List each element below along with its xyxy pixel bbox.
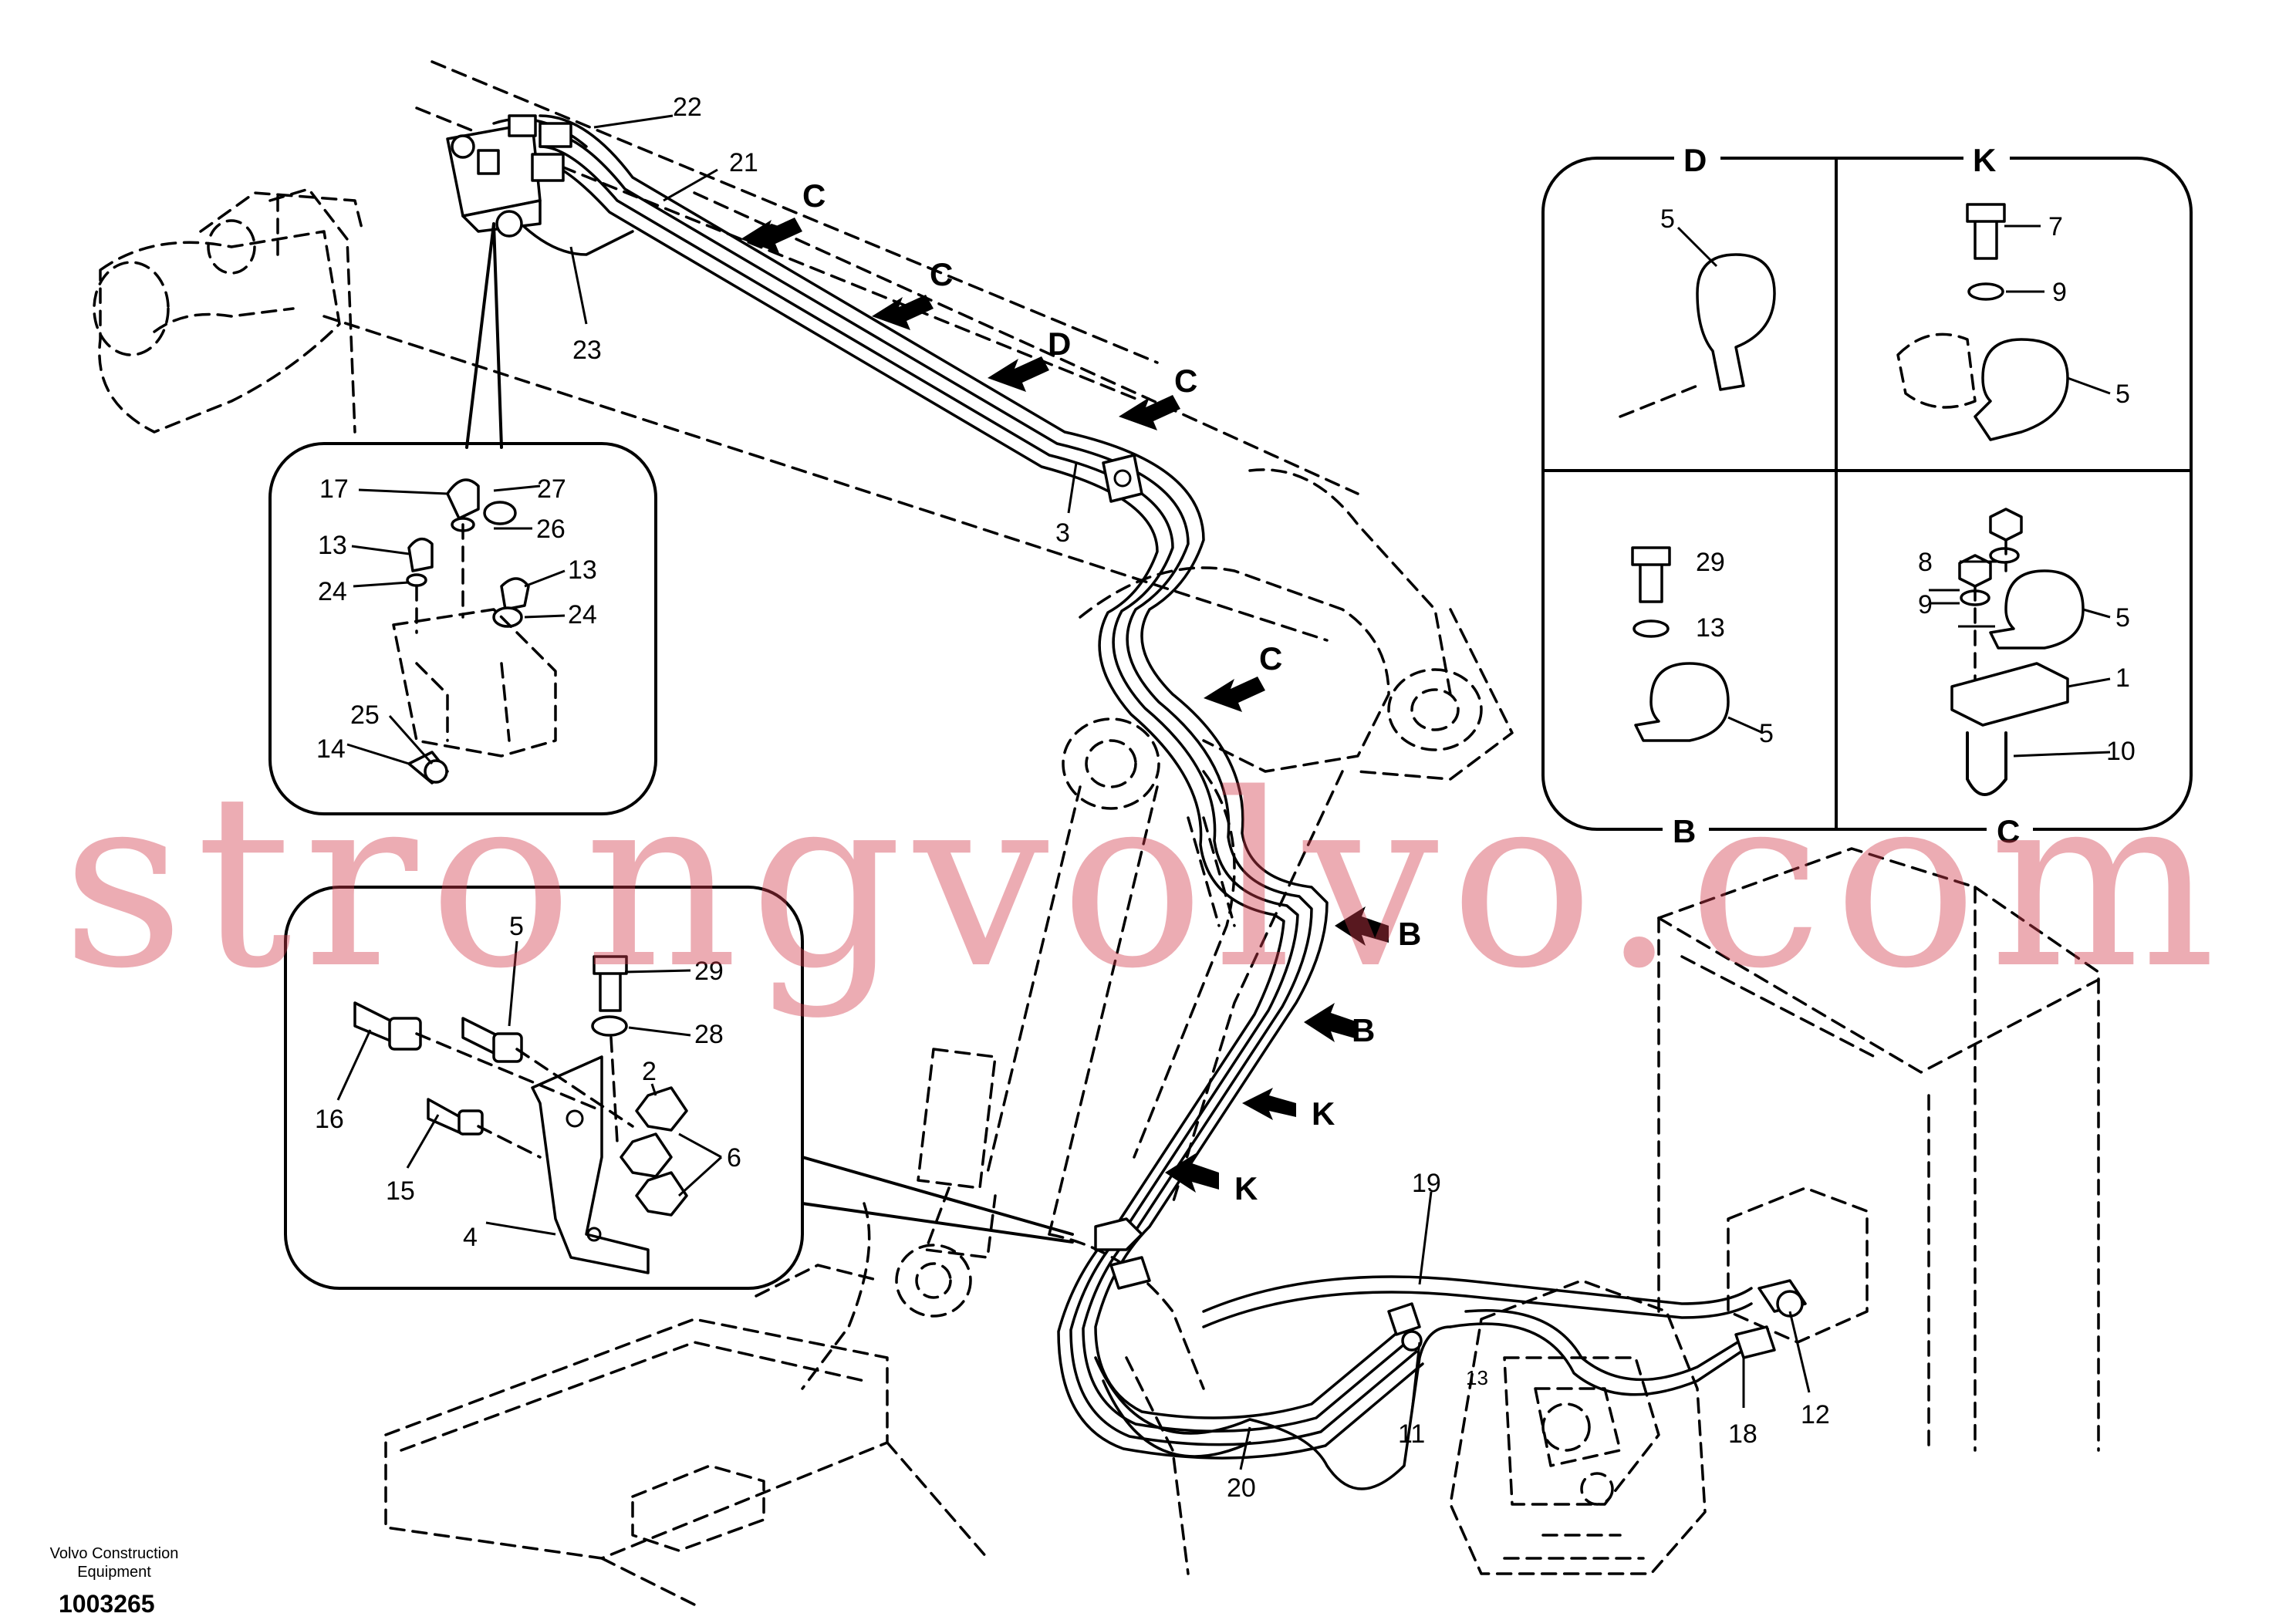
callout-5-view-c: 5 (2115, 603, 2130, 633)
callout-24-inset-a: 24 (318, 577, 347, 606)
callout-7: 7 (2048, 212, 2063, 241)
callout-27: 27 (537, 474, 566, 504)
view-letter-c-2: C (930, 256, 953, 292)
callout-9-view-c: 9 (1918, 590, 1933, 619)
watermark-text: strongvolvo.com (62, 743, 2237, 1021)
callout-labels: 22 21 23 3 17 27 26 13 13 24 24 25 14 5 … (315, 93, 2136, 1503)
view-arrows (741, 218, 1389, 1193)
callout-14: 14 (316, 734, 346, 764)
view-header-b: B (1673, 813, 1696, 849)
callout-8: 8 (1918, 548, 1933, 577)
callout-23: 23 (572, 336, 602, 365)
view-header-c: C (1997, 813, 2020, 849)
callout-28: 28 (694, 1020, 724, 1049)
footer-company-line2: Equipment (77, 1564, 151, 1581)
callout-16: 16 (315, 1105, 344, 1134)
footer-company-line1: Volvo Construction (50, 1545, 179, 1562)
callout-6: 6 (727, 1143, 741, 1173)
callout-5-view-b: 5 (1759, 719, 1774, 748)
callout-11: 11 (1398, 1419, 1425, 1449)
callout-13-inset-b: 13 (568, 555, 597, 585)
callout-18: 18 (1728, 1419, 1757, 1449)
footer: Volvo Construction Equipment 1003265 (50, 1545, 179, 1618)
callout-15: 15 (386, 1176, 415, 1206)
callout-13-inset-a: 13 (318, 531, 347, 560)
callout-10: 10 (2106, 737, 2136, 766)
view-letter-k-2: K (1234, 1170, 1258, 1207)
view-letter-c-1: C (802, 177, 826, 214)
callout-21: 21 (729, 148, 758, 177)
view-letter-b-2: B (1352, 1012, 1375, 1048)
callout-5-view-k: 5 (2115, 380, 2130, 409)
view-letter-d-arrow: D (1048, 326, 1071, 362)
callout-29-view-b: 29 (1696, 548, 1725, 577)
callout-12: 12 (1801, 1400, 1830, 1429)
callout-5-inset: 5 (509, 912, 524, 941)
callout-4: 4 (463, 1223, 478, 1252)
callout-26: 26 (536, 515, 566, 544)
callout-13-view-b: 13 (1696, 613, 1725, 643)
callout-3: 3 (1055, 518, 1070, 548)
hose-bundle (492, 114, 1753, 1490)
valve-detail-inset (268, 222, 657, 815)
view-letter-c-4: C (1259, 640, 1282, 677)
callout-19: 19 (1412, 1169, 1441, 1198)
view-header-d: D (1683, 142, 1707, 178)
view-letter-k-1: K (1312, 1095, 1335, 1132)
callout-5-view-d: 5 (1660, 204, 1675, 234)
callout-1: 1 (2115, 663, 2130, 693)
pump-assembly (1387, 1279, 1807, 1575)
callout-24-inset-b: 24 (568, 600, 597, 629)
callout-17: 17 (319, 474, 349, 504)
callout-29-inset: 29 (694, 957, 724, 986)
drawing-number: 1003265 (59, 1590, 155, 1618)
clamp-detail-box (1541, 157, 2193, 831)
callout-2: 2 (642, 1057, 657, 1086)
bracket-detail-inset (284, 886, 1074, 1290)
callout-25: 25 (350, 700, 380, 730)
callout-9-view-k: 9 (2052, 278, 2067, 307)
view-letter-b-1: B (1398, 916, 1421, 952)
leader-lines (336, 114, 2111, 1470)
callout-20: 20 (1227, 1473, 1256, 1503)
view-letter-c-3: C (1174, 363, 1197, 399)
view-header-k: K (1973, 142, 1996, 178)
hose-clips (1094, 454, 1151, 1290)
callout-13-pump: 13 (1466, 1366, 1488, 1389)
valve-block (446, 114, 572, 238)
view-letters: C C D C C B B K K D K B C (802, 139, 2033, 1207)
callout-22: 22 (673, 93, 702, 122)
